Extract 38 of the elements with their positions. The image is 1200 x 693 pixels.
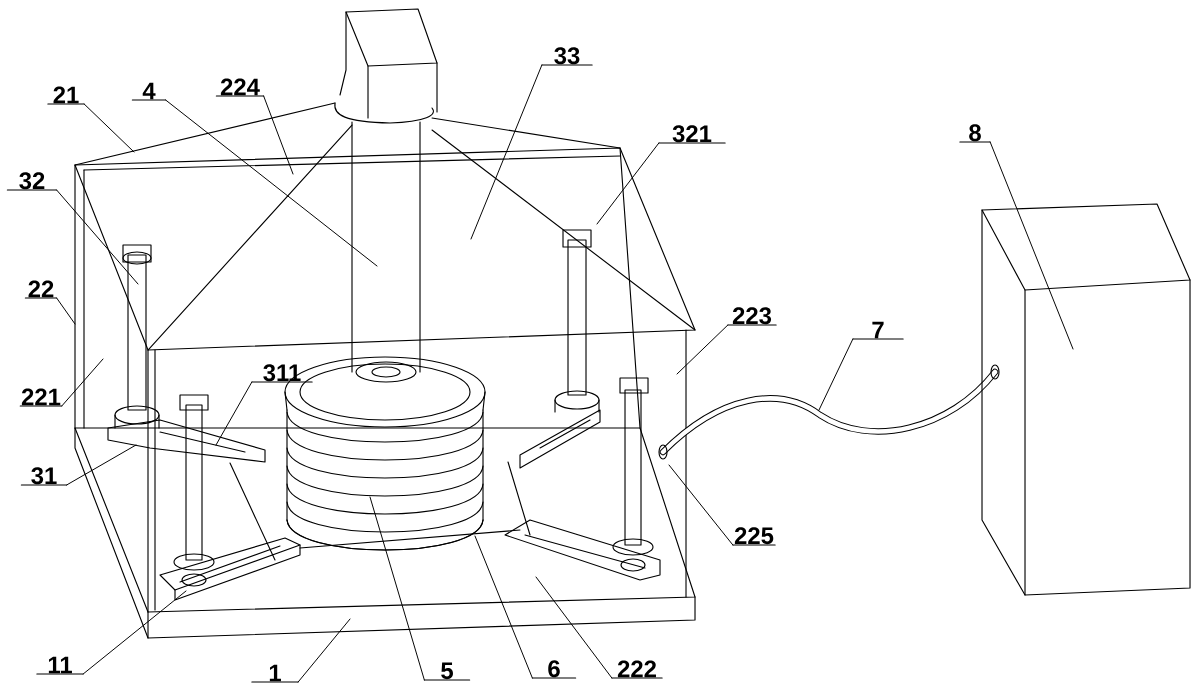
leader-line [668,464,734,546]
callout-number: 221 [19,388,63,407]
callout-number: 223 [727,307,777,326]
callout-number: 5 [423,662,471,681]
leader-line [297,618,351,683]
leader-line [56,297,76,325]
callout-number: 4 [131,82,167,101]
leader-line [596,142,660,225]
callout-number: 8 [959,124,991,143]
leader-line [989,141,1074,350]
callout-number: 32 [6,172,58,191]
callout-number: 321 [658,125,726,144]
callout-number: 224 [215,78,265,97]
leader-line [369,496,425,681]
leader-line [263,95,294,175]
callout-number: 31 [20,467,68,486]
leader-line [535,576,613,679]
leader-line [66,444,137,486]
leader-line [82,590,187,675]
leader-line [215,381,253,446]
leader-line [676,324,729,375]
leader-line [470,64,543,240]
callout-number: 11 [36,656,84,675]
callout-number: 222 [611,660,663,679]
callout-number: 21 [47,86,85,105]
callout-number: 22 [24,280,58,299]
leader-line [56,189,139,285]
leader-line [61,358,104,407]
leader-line [818,338,854,411]
leader-line [83,103,135,153]
leader-line [474,535,533,679]
callout-number: 33 [541,47,593,66]
callout-number: 311 [251,364,313,383]
callout-number: 1 [251,664,299,683]
leader-line [165,99,378,267]
callout-number: 7 [852,321,904,340]
callout-number: 6 [531,660,577,679]
callout-number: 225 [732,527,776,546]
